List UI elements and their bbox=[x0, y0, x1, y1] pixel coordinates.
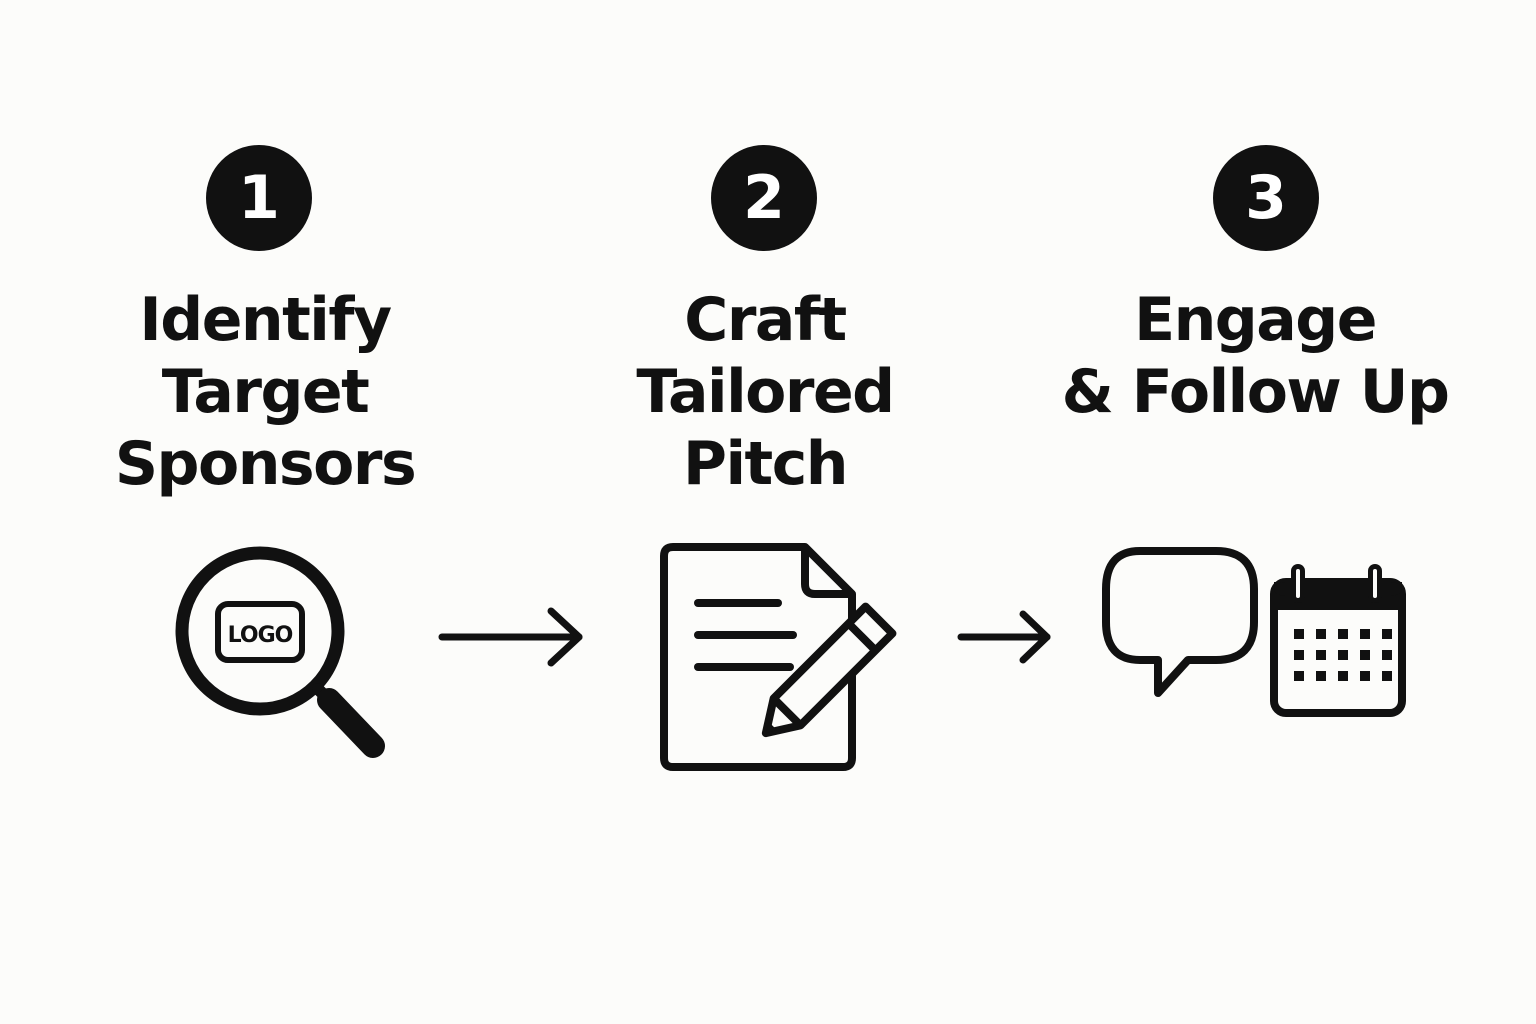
logo-text: LOGO bbox=[228, 623, 293, 648]
step-3-title-line-1: Engage bbox=[1134, 285, 1377, 355]
chat-calendar-icon bbox=[1102, 547, 1406, 717]
step-1-title-line-1: Identify bbox=[139, 285, 392, 355]
arrow-right-icon-1 bbox=[438, 607, 583, 667]
calendar-icon bbox=[1270, 564, 1406, 717]
step-2-number: 2 bbox=[711, 145, 817, 251]
magnifier-logo-icon: LOGO bbox=[175, 546, 385, 758]
step-2-title: Craft Tailored Pitch bbox=[600, 284, 930, 500]
step-1-title-line-3: Sponsors bbox=[114, 429, 417, 499]
arrow-right-icon-2 bbox=[957, 610, 1051, 664]
step-3-number: 3 bbox=[1213, 145, 1319, 251]
chat-bubble-icon bbox=[1102, 547, 1258, 697]
step-2-title-line-2: Tailored bbox=[636, 357, 895, 427]
step-2-title-line-1: Craft bbox=[684, 285, 847, 355]
step-1-number: 1 bbox=[206, 145, 312, 251]
step-1-title-line-2: Target bbox=[161, 357, 370, 427]
step-3-title: Engage & Follow Up bbox=[1060, 284, 1450, 428]
step-3-title-line-2: & Follow Up bbox=[1061, 357, 1450, 427]
step-2-title-line-3: Pitch bbox=[682, 429, 849, 499]
step-1-title: Identify Target Sponsors bbox=[100, 284, 430, 500]
document-pencil-icon bbox=[660, 543, 897, 771]
